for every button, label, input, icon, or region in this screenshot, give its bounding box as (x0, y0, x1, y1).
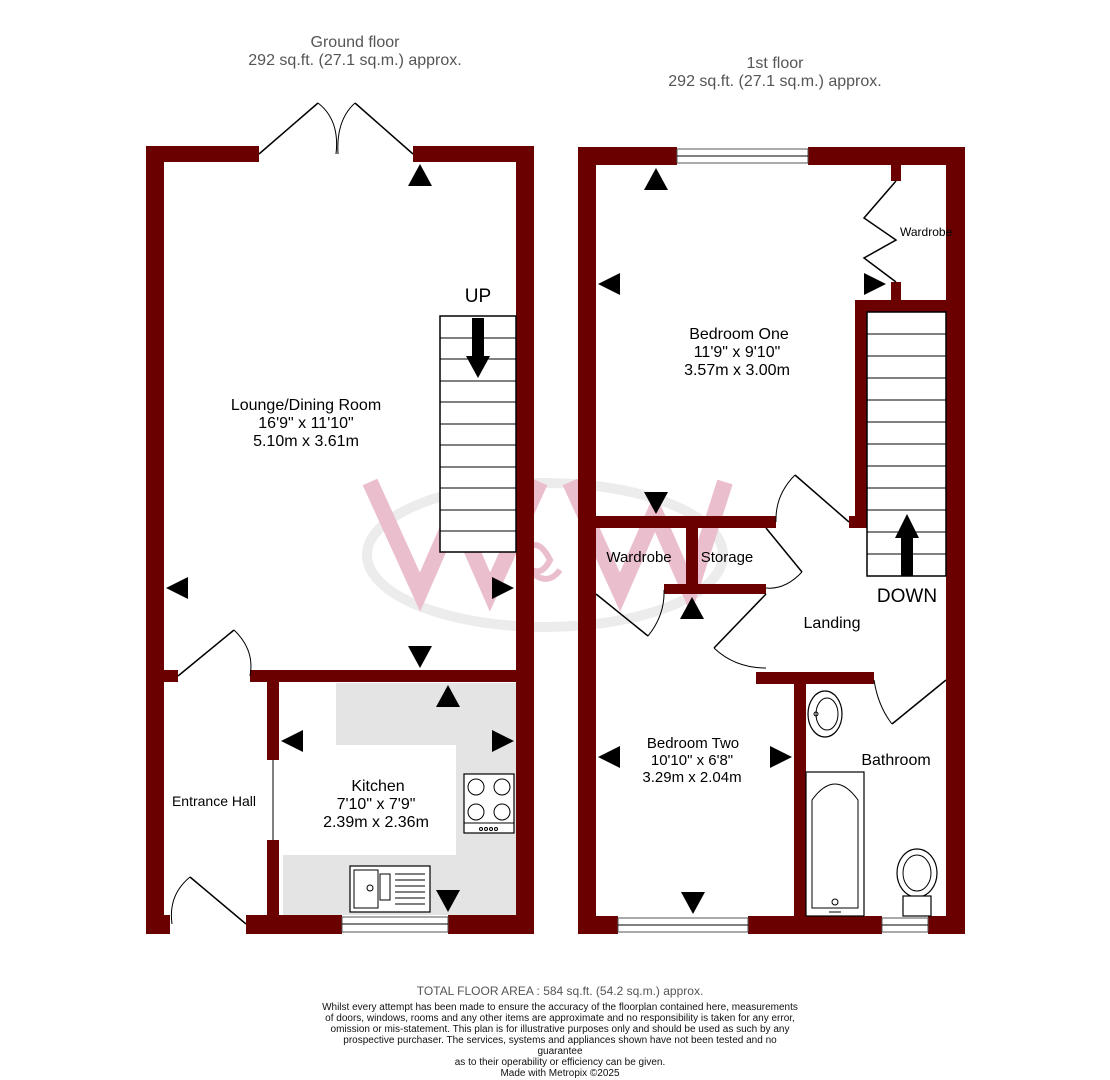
first-floor-plan (578, 147, 965, 934)
bedroom-one-door (775, 474, 850, 523)
marker-right-icon (770, 746, 792, 768)
marker-up-icon (680, 597, 704, 619)
bath-icon (805, 771, 865, 917)
hall-lounge-door (177, 629, 252, 677)
first-floor-title: 1st floor (746, 55, 804, 72)
marker-up-icon (644, 168, 668, 190)
bedroom-two-name: Bedroom Two (647, 735, 739, 752)
marker-down-icon (408, 646, 432, 668)
wardrobe-lower-name: Wardrobe (606, 549, 671, 566)
ground-floor-heading: Ground floor 292 sq.ft. (27.1 sq.m.) app… (200, 34, 510, 70)
basin-icon (807, 690, 843, 738)
kitchen-imperial: 7'10" x 7'9" (337, 796, 416, 813)
total-floor-area: TOTAL FLOOR AREA : 584 sq.ft. (54.2 sq.m… (416, 984, 704, 998)
marker-right-icon (864, 273, 886, 295)
bedroom-two-metric: 3.29m x 2.04m (642, 769, 741, 786)
disclaimer-line: as to their operability or efficiency ca… (454, 1057, 666, 1068)
disclaimer: Whilst every attempt has been made to en… (320, 1002, 800, 1079)
kitchen-name: Kitchen (351, 778, 404, 795)
ground-floor-plan (146, 102, 534, 934)
wardrobe-door (595, 589, 665, 637)
bedroom-one-metric: 3.57m x 3.00m (684, 362, 790, 379)
kitchen-metric: 2.39m x 2.36m (323, 814, 429, 831)
first-floor-heading: 1st floor 292 sq.ft. (27.1 sq.m.) approx… (620, 55, 930, 91)
marker-left-icon (598, 746, 620, 768)
entrance-hall-name: Entrance Hall (172, 793, 256, 809)
bathroom-name: Bathroom (861, 752, 930, 769)
marker-left-icon (598, 273, 620, 295)
marker-right-icon (492, 730, 514, 752)
ground-floor-area: 292 sq.ft. (27.1 sq.m.) approx. (248, 52, 462, 69)
marker-up-icon (436, 685, 460, 707)
hob-icon (463, 773, 515, 834)
disclaimer-line: prospective purchaser. The services, sys… (343, 1035, 777, 1057)
stairs-down-label: DOWN (877, 586, 937, 607)
ground-floor-title: Ground floor (310, 34, 400, 51)
marker-down-icon (436, 890, 460, 912)
wardrobe-upper-name: Wardrobe (900, 225, 953, 239)
first-floor-area: 292 sq.ft. (27.1 sq.m.) approx. (668, 73, 882, 90)
stairs-up (439, 315, 517, 553)
marker-left-icon (166, 577, 188, 599)
landing-name: Landing (804, 615, 861, 632)
marker-right-icon (492, 577, 514, 599)
arrow-down-icon (466, 356, 490, 378)
arrow-up-icon (895, 514, 919, 538)
marker-up-icon (408, 164, 432, 186)
made-with-credit: Made with Metropix ©2025 (500, 1068, 620, 1079)
lounge-metric: 5.10m x 3.61m (253, 433, 359, 450)
stairs-down (866, 311, 947, 577)
marker-left-icon (281, 730, 303, 752)
disclaimer-line: omission or mis-statement. This plan is … (330, 1024, 790, 1035)
bedroom-two-door (713, 593, 767, 669)
bathroom-door (873, 679, 947, 725)
sink-icon (349, 865, 431, 913)
bedroom-one-name: Bedroom One (689, 326, 789, 343)
lounge-name: Lounge/Dining Room (231, 397, 381, 414)
storage-name: Storage (701, 549, 754, 566)
lounge-french-doors (258, 102, 414, 155)
bedroom-two-imperial: 10'10" x 6'8" (651, 752, 733, 769)
wardrobe-doors (862, 180, 898, 283)
marker-down-icon (681, 892, 705, 914)
disclaimer-line: Whilst every attempt has been made to en… (322, 1002, 798, 1013)
front-door (170, 876, 247, 925)
marker-down-icon (644, 492, 668, 514)
stairs-up-label: UP (465, 286, 491, 307)
storage-door (765, 527, 803, 589)
toilet-icon (896, 848, 938, 917)
disclaimer-line: of doors, windows, rooms and any other i… (325, 1013, 795, 1024)
bedroom-one-imperial: 11'9" x 9'10" (694, 344, 781, 361)
lounge-imperial: 16'9" x 11'10" (258, 415, 353, 432)
